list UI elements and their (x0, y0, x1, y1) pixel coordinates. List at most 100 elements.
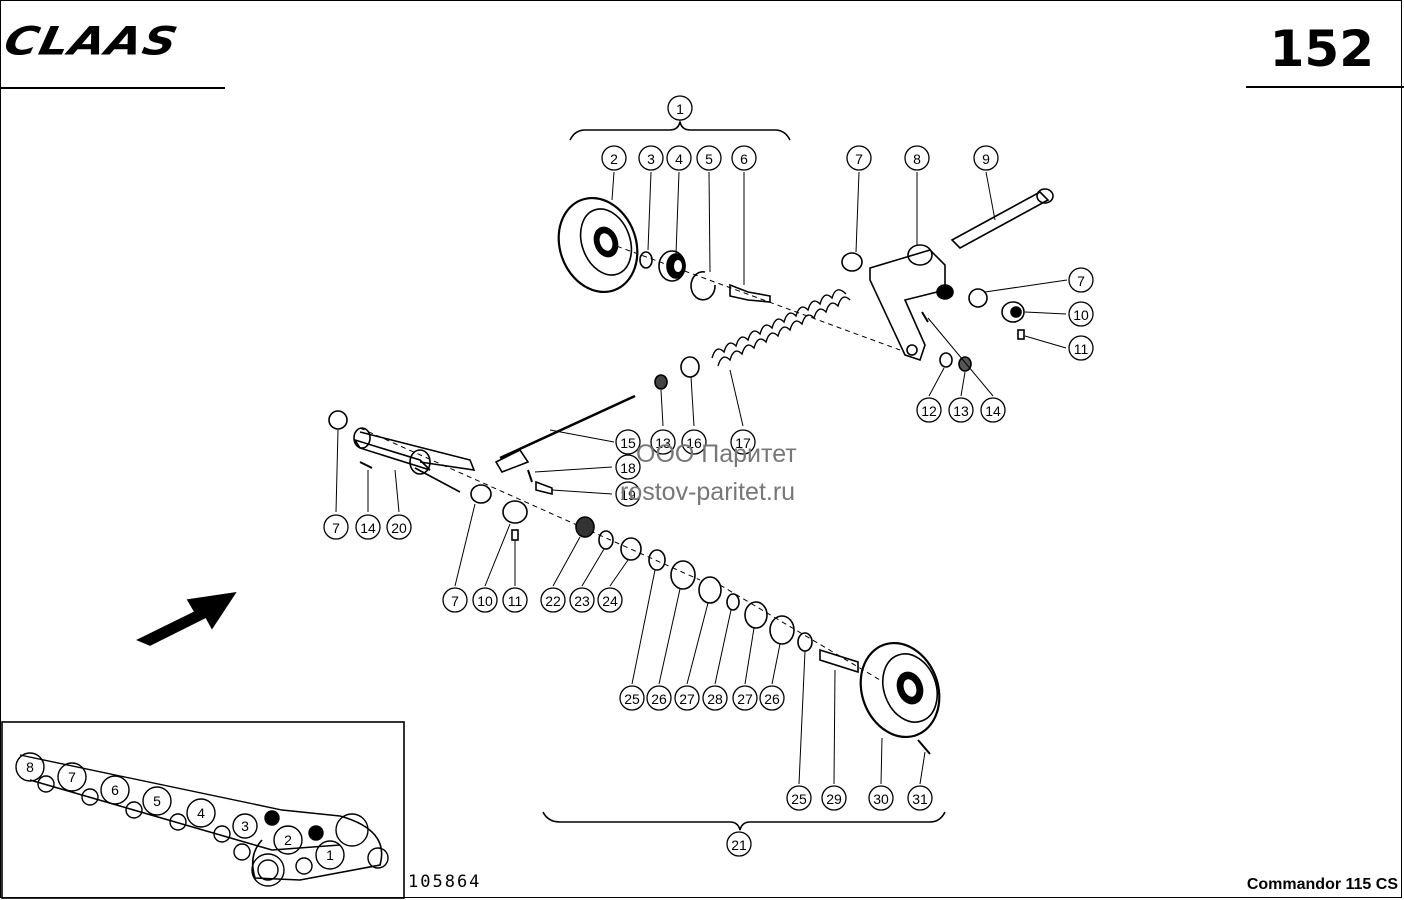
bearing-26a (670, 560, 696, 590)
idler-lever (353, 427, 476, 493)
bearing-lower (502, 500, 528, 524)
grease-nipple (1017, 329, 1025, 340)
callout-circle (638, 145, 664, 171)
bearing-right (1001, 301, 1025, 323)
callout-circle (846, 145, 872, 171)
callout-label-27: 27 (679, 691, 695, 707)
nut-stack (575, 516, 595, 538)
callout-circle (355, 514, 381, 540)
bushing (841, 252, 863, 272)
callout-label-10: 10 (1073, 307, 1089, 323)
watermark-url: rostov-paritet.ru (620, 478, 796, 506)
spacer-28 (726, 593, 740, 611)
inset-label-3: 3 (241, 818, 249, 834)
callout-circle (916, 397, 942, 423)
callout-label-22: 22 (545, 593, 561, 609)
callout-circle (323, 514, 349, 540)
callout-circle (980, 397, 1006, 423)
axis-line-lower-right (719, 584, 881, 681)
callout-circle (907, 785, 933, 811)
callout-label-29: 29 (826, 791, 842, 807)
adjusting-rod (499, 394, 636, 460)
circlip-27b (744, 601, 768, 629)
callout-label-4: 4 (675, 151, 683, 167)
callout-circle (1068, 301, 1094, 327)
callout-circle (868, 785, 894, 811)
callout-label-25: 25 (791, 791, 807, 807)
callout-label-8: 8 (913, 151, 921, 167)
callout-label-21: 21 (731, 837, 747, 853)
group-bracket-bottom (542, 811, 946, 831)
callout-circle (615, 454, 641, 480)
callout-label-30: 30 (873, 791, 889, 807)
upper-pulley (557, 196, 639, 294)
inset-pulleys (15, 752, 389, 887)
callout-circle (730, 429, 756, 455)
page-number: 152 (1269, 20, 1374, 78)
callout-label-24: 24 (602, 593, 618, 609)
inset-label-7: 7 (68, 769, 76, 785)
callout-label-17: 17 (735, 435, 751, 451)
callout-label-11: 11 (508, 593, 523, 609)
callout-label-12: 12 (921, 403, 937, 419)
callout-label-15: 15 (620, 435, 636, 451)
callout-circle (702, 685, 728, 711)
callout-label-20: 20 (391, 520, 407, 536)
callout-circle (732, 685, 758, 711)
callout-circle (472, 587, 498, 613)
callout-circle (1068, 267, 1094, 293)
callout-circle (821, 785, 847, 811)
model-name: Commandor 115 CS (1246, 876, 1398, 893)
callout-label-13: 13 (655, 435, 671, 451)
callout-circle (502, 587, 528, 613)
callout-label-7: 7 (1077, 273, 1085, 289)
callout-circle (1068, 335, 1094, 361)
nut-middle (654, 374, 668, 390)
tensioner-arm (869, 244, 954, 362)
bushing-right (968, 288, 988, 308)
bushing-lower (470, 484, 492, 504)
lower-pulley (859, 641, 941, 739)
rod-end (494, 448, 530, 473)
seal-25b (797, 632, 813, 652)
header-rule-left (0, 87, 225, 89)
callout-label-2: 2 (610, 151, 618, 167)
callout-circle (650, 429, 676, 455)
compression-spring (711, 289, 851, 367)
callout-label-31: 31 (912, 791, 928, 807)
circlip-27a (698, 576, 722, 604)
inset-labels: 8 7 6 5 4 3 2 1 (26, 759, 334, 863)
threaded-stud (729, 283, 771, 303)
callout-circle (386, 514, 412, 540)
callout-label-9: 9 (982, 151, 990, 167)
callout-label-7: 7 (332, 520, 340, 536)
inset-label-1: 1 (326, 847, 334, 863)
callout-label-27: 27 (737, 691, 753, 707)
callout-label-23: 23 (574, 593, 590, 609)
callout-circle (696, 145, 722, 171)
callout-circle (442, 587, 468, 613)
inset-label-2: 2 (284, 832, 292, 848)
callout-label-19: 19 (620, 487, 636, 503)
callout-label-5: 5 (705, 151, 713, 167)
direction-arrow (136, 591, 237, 646)
callout-label-10: 10 (477, 593, 493, 609)
callout-circle (726, 831, 752, 857)
callout-label-18: 18 (620, 460, 636, 476)
callout-circle (759, 685, 785, 711)
callout-label-26: 26 (764, 691, 780, 707)
grease-nipple-lower (511, 529, 519, 541)
washer (939, 352, 953, 368)
circlip (690, 271, 716, 301)
callout-circle (646, 685, 672, 711)
header-rule-right (1246, 86, 1404, 88)
callout-circle (674, 685, 700, 711)
callout-circle (619, 685, 645, 711)
callout-circle (615, 429, 641, 455)
callout-label-16: 16 (686, 435, 702, 451)
washer-middle (680, 356, 700, 378)
callout-circle (666, 145, 692, 171)
callout-label-1: 1 (676, 101, 684, 117)
